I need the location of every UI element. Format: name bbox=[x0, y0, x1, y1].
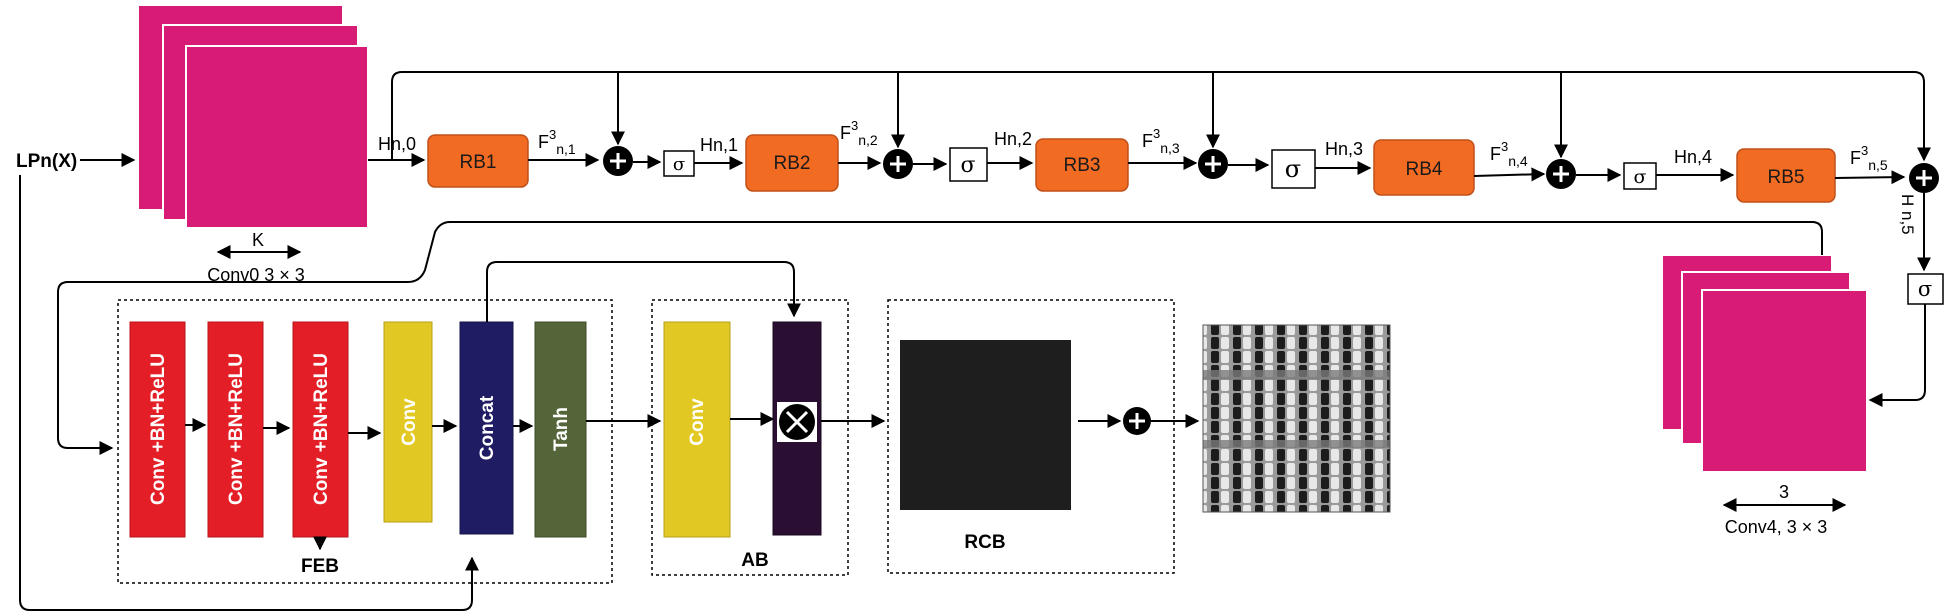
svg-text:Concat: Concat bbox=[477, 395, 498, 460]
svg-text:Conv +BN+ReLU: Conv +BN+ReLU bbox=[148, 353, 169, 505]
ab-conv-layer bbox=[663, 321, 731, 538]
feb-layer-5 bbox=[459, 321, 514, 535]
add-node-1 bbox=[603, 146, 633, 176]
h-label-2: Hn,2 bbox=[994, 129, 1032, 149]
feb-title: FEB bbox=[301, 556, 339, 577]
svg-text:σ: σ bbox=[673, 154, 685, 175]
h-label-3: Hn,3 bbox=[1325, 139, 1363, 159]
svg-text:Conv: Conv bbox=[399, 398, 420, 446]
rb5-label: RB5 bbox=[1768, 167, 1805, 188]
h-last-label: H n,5 bbox=[1898, 194, 1917, 235]
f-label-5: F3n,5 bbox=[1850, 143, 1888, 173]
rb4-label: RB4 bbox=[1406, 159, 1443, 180]
input-bypass-path bbox=[19, 175, 479, 611]
sigma-box-1 bbox=[663, 150, 695, 177]
conv0-k-label: K bbox=[252, 230, 264, 250]
rcb-title: RCB bbox=[964, 532, 1005, 553]
conv0-caption: Conv0 3 × 3 bbox=[207, 265, 305, 285]
feb-layer-4 bbox=[383, 321, 433, 523]
feb-layer-6 bbox=[534, 321, 587, 538]
residual-block-3 bbox=[1035, 138, 1129, 192]
svg-text:Conv +BN+ReLU: Conv +BN+ReLU bbox=[226, 353, 247, 505]
conv4-k-label: 3 bbox=[1779, 482, 1789, 502]
rcb-feature-map bbox=[900, 340, 1071, 510]
ab-title: AB bbox=[741, 550, 768, 571]
concat-to-ab-path bbox=[486, 261, 801, 322]
svg-text:Tanh: Tanh bbox=[551, 407, 572, 451]
sigma-box-2 bbox=[949, 147, 988, 182]
sigma-box-4 bbox=[1623, 162, 1657, 190]
feedback-path bbox=[57, 221, 1823, 455]
h-label-4: Hn,4 bbox=[1674, 147, 1712, 167]
feb-layer-1 bbox=[129, 321, 186, 538]
rb3-label: RB3 bbox=[1064, 155, 1101, 176]
sigma-box-5 bbox=[1907, 273, 1944, 305]
conv4-stack bbox=[1661, 254, 1868, 473]
f-label-4: F3n,4 bbox=[1490, 139, 1528, 169]
input-label: LPn(X) bbox=[16, 151, 77, 172]
feb-layer-3 bbox=[292, 321, 349, 538]
add-node-output bbox=[1123, 407, 1151, 435]
multiply-node bbox=[779, 404, 815, 440]
svg-text:σ: σ bbox=[1285, 155, 1301, 183]
add-node-2 bbox=[883, 149, 913, 179]
feb-container bbox=[117, 299, 613, 584]
add-node-5 bbox=[1909, 163, 1939, 193]
h-label-1: Hn,1 bbox=[700, 135, 738, 155]
svg-text:σ: σ bbox=[1634, 166, 1647, 188]
f-label-1: F3n,1 bbox=[538, 127, 576, 157]
rb2-label: RB2 bbox=[774, 153, 811, 174]
residual-block-5 bbox=[1736, 148, 1836, 203]
conv4-caption: Conv4, 3 × 3 bbox=[1725, 517, 1828, 537]
f-label-2: F3n,2 bbox=[840, 118, 878, 148]
conv0-stack bbox=[137, 4, 369, 229]
svg-text:σ: σ bbox=[1918, 277, 1932, 301]
svg-text:Conv +BN+ReLU: Conv +BN+ReLU bbox=[311, 353, 332, 505]
rcb-container bbox=[887, 299, 1175, 574]
f-label-3: F3n,3 bbox=[1142, 126, 1180, 156]
rb1-label: RB1 bbox=[460, 152, 497, 173]
add-node-3 bbox=[1198, 149, 1228, 179]
add-node-4 bbox=[1546, 159, 1576, 189]
skip-bus bbox=[391, 71, 1931, 162]
output-image bbox=[1202, 324, 1391, 513]
residual-block-4 bbox=[1373, 139, 1475, 196]
svg-text:Conv: Conv bbox=[687, 398, 708, 446]
svg-text:σ: σ bbox=[960, 153, 975, 178]
feb-layer-2 bbox=[207, 321, 264, 538]
ab-container bbox=[651, 299, 849, 576]
h-label-0: Hn,0 bbox=[378, 134, 416, 154]
